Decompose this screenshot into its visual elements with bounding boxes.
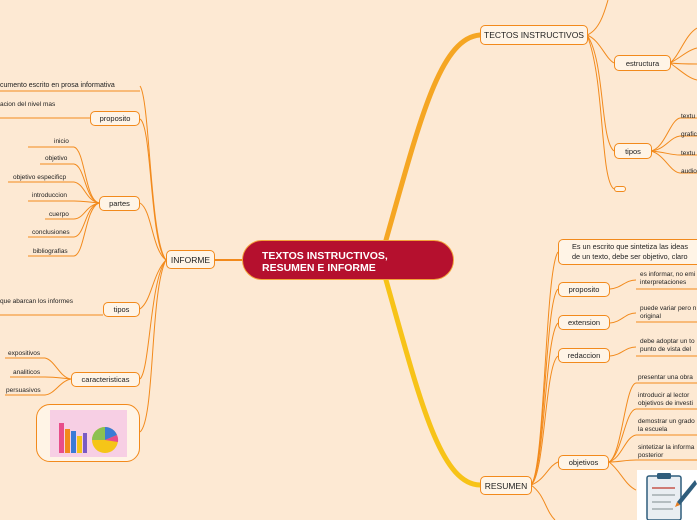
- informe-proposito-node[interactable]: proposito: [90, 111, 140, 126]
- informe-node[interactable]: INFORME: [166, 250, 215, 269]
- textos-tipos-node[interactable]: tipos: [614, 143, 652, 159]
- resumen-definition-node[interactable]: Es un escrito que sintetiza las ideas de…: [558, 239, 697, 265]
- caracteristica-analiticos: analiticos: [13, 369, 41, 376]
- partes-item-introduccion: introduccion: [32, 192, 68, 199]
- empty-node[interactable]: [614, 186, 626, 192]
- resumen-node[interactable]: RESUMEN: [480, 476, 532, 495]
- clipboard-pen-icon: [637, 470, 697, 520]
- textos-instructivos-node[interactable]: TECTOS INSTRUCTIVOS: [480, 25, 588, 45]
- extension-text-1: puede variar pero n: [640, 305, 697, 312]
- extension-node[interactable]: extension: [558, 315, 610, 330]
- central-topic-line2: RESUMEN E INFORME: [262, 262, 376, 274]
- resumen-definition-line2: de un texto, debe ser objetivo, claro: [572, 251, 688, 261]
- objetivo-4-line1: sintetizar la informa: [638, 444, 695, 451]
- resumen-proposito-text-1: es informar, no emi: [640, 271, 696, 278]
- redaccion-text-1: debe adoptar un to: [640, 338, 695, 345]
- objetivo-2-line1: introducir al lector: [638, 392, 690, 399]
- redaccion-text-2: punto de vista del: [640, 346, 691, 353]
- caracteristica-expositivos: expositivos: [8, 350, 41, 357]
- informe-tipos-node[interactable]: tipos: [103, 302, 140, 317]
- chart-image-node[interactable]: [36, 404, 140, 462]
- objetivo-2-line2: objetivos de investi: [638, 400, 693, 407]
- objetivo-3-line1: demostrar un grado: [638, 418, 695, 425]
- caracteristicas-node[interactable]: caracteristicas: [71, 372, 140, 387]
- textos-tipo-3: textu: [681, 150, 696, 157]
- informe-proposito-text: acion del nivel mas: [0, 101, 56, 108]
- partes-item-cuerpo: cuerpo: [49, 211, 69, 218]
- bar-pie-chart-icon: [50, 410, 127, 457]
- objetivos-node[interactable]: objetivos: [558, 455, 609, 470]
- resumen-definition-line1: Es un escrito que sintetiza las ideas: [572, 242, 689, 251]
- partes-item-objetivo-especifico: objetivo especificp: [13, 174, 67, 181]
- partes-node[interactable]: partes: [99, 196, 140, 211]
- partes-item-conclusiones: conclusiones: [32, 229, 70, 236]
- branch-resumen: [383, 277, 483, 488]
- informe-tipos-text: que abarcan los informes: [0, 298, 73, 305]
- branch-textos: [383, 32, 483, 243]
- redaccion-node[interactable]: redaccion: [558, 348, 610, 363]
- textos-tipo-4: audio: [681, 168, 697, 175]
- extension-text-2: original: [640, 313, 661, 320]
- central-topic-line1: TEXTOS INSTRUCTIVOS,: [262, 250, 388, 262]
- textos-tipo-2: grafic: [681, 131, 697, 138]
- objetivo-1: presentar una obra: [638, 374, 693, 381]
- caracteristica-persuasivos: persuasivos: [6, 387, 41, 394]
- partes-item-inicio: inicio: [54, 138, 69, 145]
- partes-item-objetivo: objetivo: [45, 155, 68, 162]
- resumen-proposito-node[interactable]: proposito: [558, 282, 610, 297]
- central-topic[interactable]: TEXTOS INSTRUCTIVOS, RESUMEN E INFORME: [242, 240, 454, 280]
- estructura-node[interactable]: estructura: [614, 55, 671, 71]
- textos-tipo-1: textu: [681, 113, 696, 120]
- objetivo-4-line2: posterior: [638, 452, 664, 459]
- resumen-proposito-text-2: interpretaciones: [640, 279, 687, 286]
- partes-item-bibliografias: bibliografias: [33, 248, 68, 255]
- objetivo-3-line2: la escuela: [638, 426, 668, 433]
- informe-definition: cumento escrito en prosa informativa: [0, 82, 115, 89]
